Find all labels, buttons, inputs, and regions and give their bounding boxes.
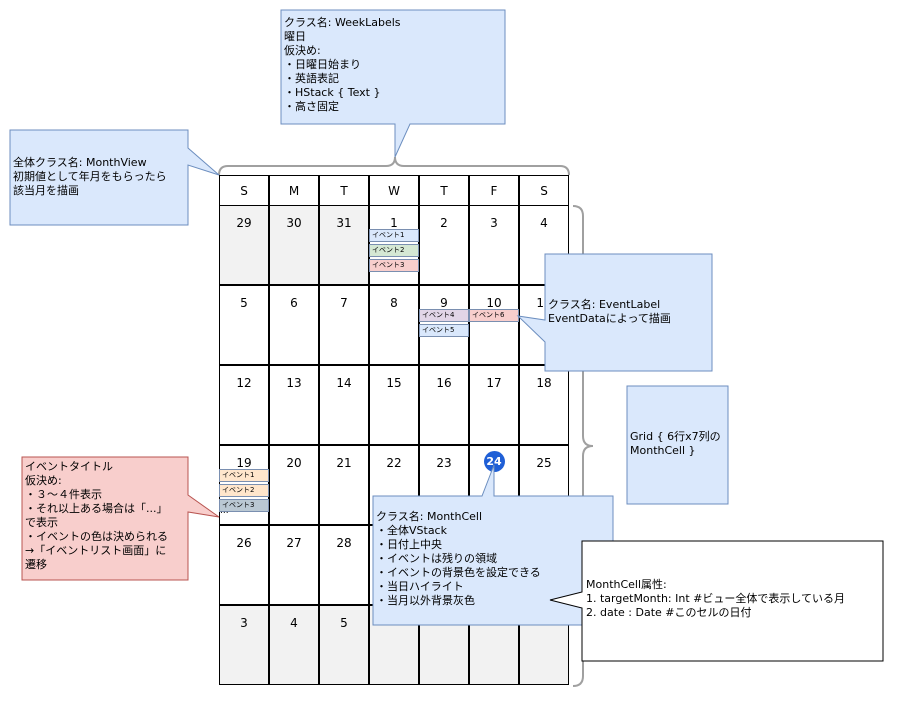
month-cell[interactable]: 5 <box>219 285 269 365</box>
cell-date: 5 <box>240 296 248 310</box>
month-cell[interactable]: 30 <box>269 205 319 285</box>
event-label[interactable]: イベント4 <box>419 309 469 322</box>
month-cell[interactable]: 20 <box>269 445 319 525</box>
cell-date: 26 <box>236 536 252 550</box>
event-label[interactable]: イベント2 <box>219 484 269 497</box>
event-label-note: クラス名: EventLabel EventDataによって描画 <box>548 298 671 325</box>
month-cell[interactable]: 4 <box>269 605 319 685</box>
event-label[interactable]: イベント6 <box>469 309 519 322</box>
cell-date: 18 <box>536 376 552 390</box>
cell-date: 17 <box>486 376 502 390</box>
cell-date: 27 <box>286 536 302 550</box>
month-cell[interactable]: 14 <box>319 365 369 445</box>
cell-date: 9 <box>440 296 448 310</box>
month-view-note: 全体クラス名: MonthView 初期値として年月をもらったら 該当月を描画 <box>13 156 167 197</box>
month-cell-note: クラス名: MonthCell ・全体VStack ・日付上中央 ・イベントは残… <box>376 510 541 607</box>
event-title-callout-shape <box>21 456 220 581</box>
event-overflow-ellipsis: ... <box>220 506 229 516</box>
week-labels-note: クラス名: WeekLabels 曜日 仮決め: ・日曜日始まり ・英語表記 ・… <box>284 16 401 113</box>
cell-date: 14 <box>336 376 352 390</box>
grid-callout-shape <box>626 385 729 505</box>
cell-date: 19 <box>236 456 252 470</box>
cell-date: 2 <box>440 216 448 230</box>
cell-date: 3 <box>240 616 248 630</box>
cell-date: 23 <box>436 456 452 470</box>
event-label[interactable]: イベント1 <box>219 469 269 482</box>
cell-date: 10 <box>486 296 502 310</box>
month-cell[interactable]: 29 <box>219 205 269 285</box>
cell-date: 1 <box>390 216 398 230</box>
month-cell[interactable]: 3 <box>219 605 269 685</box>
month-cell-attrs-callout-shape <box>549 540 884 662</box>
month-cell[interactable]: 4 <box>519 205 569 285</box>
cell-date: 5 <box>340 616 348 630</box>
cell-date: 3 <box>490 216 498 230</box>
weekday-label: S <box>219 175 269 206</box>
cell-date: 28 <box>336 536 352 550</box>
cell-date: 31 <box>336 216 352 230</box>
weekday-label: T <box>419 175 469 206</box>
month-cell[interactable]: 28 <box>319 525 369 605</box>
weekday-label: T <box>319 175 369 206</box>
cell-date: 25 <box>536 456 552 470</box>
cell-date: 4 <box>290 616 298 630</box>
grid-note: Grid { 6行x7列の MonthCell } <box>630 430 721 457</box>
month-cell[interactable]: 27 <box>269 525 319 605</box>
event-label[interactable]: イベント2 <box>369 244 419 257</box>
month-cell-attrs-note: MonthCell属性: 1. targetMonth: Int #ビュー全体で… <box>586 578 846 619</box>
cell-date: 12 <box>236 376 252 390</box>
month-cell-callout-shape <box>372 464 614 626</box>
event-label[interactable]: イベント3 <box>369 259 419 272</box>
cell-date: 21 <box>336 456 352 470</box>
month-cell[interactable]: 2 <box>419 205 469 285</box>
month-cell[interactable]: 6 <box>269 285 319 365</box>
cell-date: 29 <box>236 216 252 230</box>
cell-date: 7 <box>340 296 348 310</box>
cell-date: 8 <box>390 296 398 310</box>
month-cell[interactable]: 7 <box>319 285 369 365</box>
month-cell[interactable]: 15 <box>369 365 419 445</box>
month-cell[interactable]: 5 <box>319 605 369 685</box>
weekday-label: F <box>469 175 519 206</box>
cell-date: 30 <box>286 216 302 230</box>
cell-date: 4 <box>540 216 548 230</box>
month-cell[interactable]: 10 <box>469 285 519 365</box>
cell-date: 15 <box>386 376 402 390</box>
cell-date: 20 <box>286 456 302 470</box>
event-title-note: イベントタイトル 仮決め: ・３～４件表示 ・それ以上ある場合は「...」 で表… <box>25 460 168 571</box>
month-cell[interactable]: 12 <box>219 365 269 445</box>
month-cell[interactable]: 31 <box>319 205 369 285</box>
month-cell[interactable]: 13 <box>269 365 319 445</box>
month-cell[interactable]: 18 <box>519 365 569 445</box>
month-cell[interactable]: 8 <box>369 285 419 365</box>
month-cell[interactable]: 26 <box>219 525 269 605</box>
month-cell[interactable]: 16 <box>419 365 469 445</box>
weekday-label: S <box>519 175 569 206</box>
month-cell[interactable]: 3 <box>469 205 519 285</box>
cell-date: 22 <box>386 456 402 470</box>
month-cell[interactable]: 21 <box>319 445 369 525</box>
event-label[interactable]: イベント3 <box>219 499 269 512</box>
cell-date: 13 <box>286 376 302 390</box>
cell-date: 16 <box>436 376 452 390</box>
event-label[interactable]: イベント1 <box>369 229 419 242</box>
month-view-callout-shape <box>9 129 220 226</box>
cell-date: 6 <box>290 296 298 310</box>
week-labels-callout-shape <box>280 9 506 158</box>
month-cell[interactable]: 17 <box>469 365 519 445</box>
today-highlight-date: 24 <box>483 451 505 472</box>
weekday-label: W <box>369 175 419 206</box>
event-label[interactable]: イベント5 <box>419 324 469 337</box>
event-label-callout-shape <box>516 253 713 372</box>
grid-brace <box>572 205 594 687</box>
